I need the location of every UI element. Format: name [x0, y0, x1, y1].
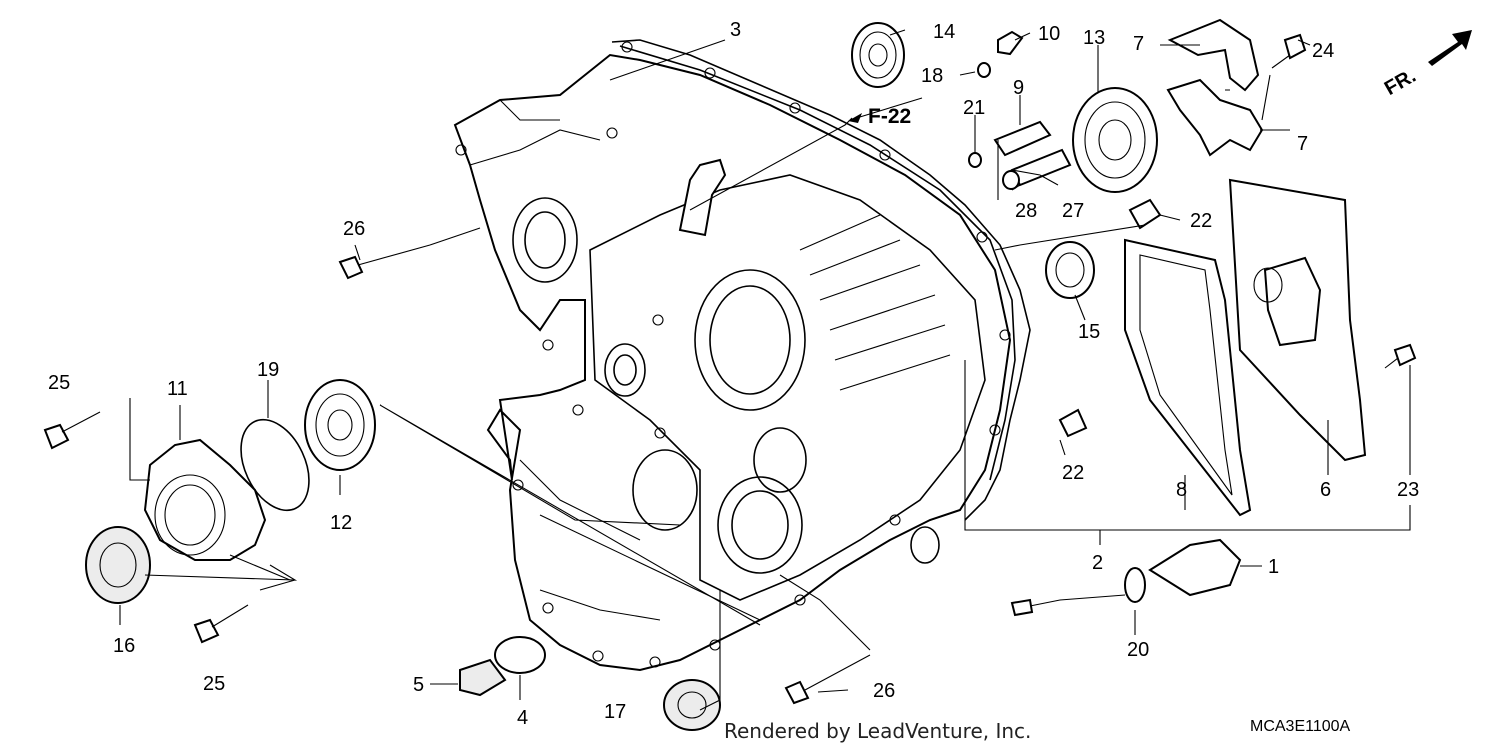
callout-12: 12 [330, 512, 352, 534]
reference-tag: F-22 [868, 105, 911, 128]
o-ring-28 [1002, 170, 1020, 190]
callout-25-lower: 25 [203, 673, 225, 695]
callout-28: 28 [1015, 200, 1037, 222]
bearing-12 [304, 379, 376, 471]
callout-7-lower: 7 [1297, 133, 1308, 155]
callout-21: 21 [963, 97, 985, 119]
callout-5: 5 [413, 674, 424, 696]
oil-seal-17 [663, 679, 721, 731]
cover-6 [1228, 178, 1367, 462]
callout-19: 19 [257, 359, 279, 381]
bolt-25-lower [193, 604, 249, 644]
callout-22-upper: 22 [1190, 210, 1212, 232]
bearing-housing-11 [143, 438, 267, 561]
oil-seal-16 [85, 526, 151, 604]
f22-arrow-icon [848, 113, 862, 123]
callout-15: 15 [1078, 321, 1100, 343]
callout-16: 16 [113, 635, 135, 657]
cap-4 [494, 636, 546, 674]
callout-9: 9 [1013, 77, 1024, 99]
callout-23: 23 [1397, 479, 1419, 501]
o-ring-20 [1124, 567, 1146, 603]
callout-22-lower: 22 [1062, 462, 1084, 484]
front-direction-arrow: FR. [1381, 30, 1472, 100]
callout-8: 8 [1176, 479, 1187, 501]
callout-24: 24 [1312, 40, 1334, 62]
callout-1: 1 [1268, 556, 1279, 578]
gasket-8 [1124, 238, 1252, 517]
callout-6: 6 [1320, 479, 1331, 501]
diagram-code: MCA3E1100A [1250, 718, 1351, 735]
o-ring-19 [240, 418, 310, 512]
bolt-23 [1384, 343, 1417, 369]
bolt-24 [1271, 33, 1307, 69]
cover-5 [459, 658, 507, 697]
dowel-pin-10 [997, 30, 1024, 56]
bearing-14 [851, 22, 905, 88]
plate-7-lower [1166, 78, 1264, 157]
callout-26-upper: 26 [343, 218, 365, 240]
bolt-26-lower [784, 654, 871, 705]
front-arrow-label: FR. [1381, 65, 1420, 100]
callout-3: 3 [730, 19, 741, 41]
orifice-9 [993, 120, 1052, 157]
callout-26-lower: 26 [873, 680, 895, 702]
callout-18: 18 [921, 65, 943, 87]
callout-10: 10 [1038, 23, 1060, 45]
leader-lines [119, 29, 1411, 711]
callout-14: 14 [933, 21, 955, 43]
callout-2: 2 [1092, 552, 1103, 574]
callout-4: 4 [517, 707, 528, 729]
callout-17: 17 [604, 701, 626, 723]
washer-18 [977, 62, 991, 78]
callout-27: 27 [1062, 200, 1084, 222]
speed-sensor-1 [1010, 538, 1242, 617]
bearing-13 [1072, 87, 1158, 193]
callout-13: 13 [1083, 27, 1105, 49]
washer-21 [968, 152, 982, 168]
callout-11: 11 [167, 378, 188, 400]
needle-bearing-15 [1045, 241, 1095, 299]
dowel-pin-22-upper [1128, 198, 1162, 230]
crankcase-cover [453, 39, 1031, 672]
callout-20: 20 [1127, 639, 1149, 661]
dowel-pin-22-lower [1058, 408, 1088, 438]
bolt-25-upper [43, 411, 101, 450]
plate-7-upper [1167, 18, 1260, 92]
orifice-27 [1010, 148, 1072, 187]
bolt-26-upper [338, 244, 431, 280]
callout-25-upper: 25 [48, 372, 70, 394]
front-arrow-icon [1428, 30, 1472, 66]
footer-credit: Rendered by LeadVenture, Inc. [724, 719, 1031, 743]
callout-7-upper: 7 [1133, 33, 1144, 55]
